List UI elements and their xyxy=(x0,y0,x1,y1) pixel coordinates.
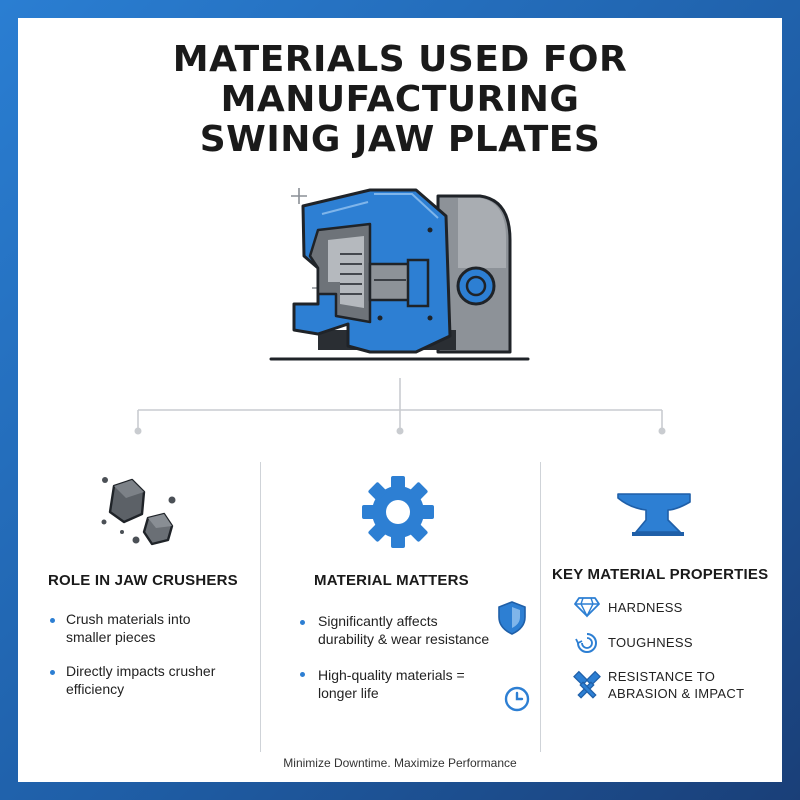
gear-icon xyxy=(362,476,434,548)
title-line-2: MANUFACTURING xyxy=(220,79,580,120)
swirl-icon xyxy=(575,633,597,653)
column-matters: MATERIAL MATTERS Significantly affects d… xyxy=(260,448,540,748)
column-role: ROLE IN JAW CRUSHERS Crush materials int… xyxy=(18,448,260,748)
role-bullet-1: Crush materials into smaller pieces xyxy=(66,611,191,645)
matters-bullet-1: Significantly affects durability & wear … xyxy=(318,613,490,647)
crossed-hammers-icon xyxy=(573,670,601,699)
bullet-dot xyxy=(50,670,55,675)
property-resistance: RESISTANCE TO ABRASION & IMPACT xyxy=(608,669,745,701)
role-bullet-2: Directly impacts crusher efficiency xyxy=(66,663,216,697)
matters-title: MATERIAL MATTERS xyxy=(314,572,469,589)
role-title: ROLE IN JAW CRUSHERS xyxy=(48,572,238,589)
page-title: MATERIALS USED FOR MANUFACTURING SWING J… xyxy=(18,40,782,160)
anvil-icon xyxy=(617,493,691,536)
clock-icon xyxy=(504,686,530,712)
column-properties: KEY MATERIAL PROPERTIES HARDNESS TOUGHNE… xyxy=(540,448,782,748)
title-line-1: MATERIALS USED FOR xyxy=(172,39,628,80)
column-divider xyxy=(260,462,261,752)
shield-icon xyxy=(498,601,526,635)
properties-title: KEY MATERIAL PROPERTIES xyxy=(552,566,769,583)
matters-bullet-2: High-quality materials = longer life xyxy=(318,667,465,701)
bullet-dot xyxy=(300,620,305,625)
footer-tagline: Minimize Downtime. Maximize Performance xyxy=(283,756,517,770)
bullet-dot xyxy=(50,618,55,623)
sparkle-icon xyxy=(291,188,307,204)
title-line-3: SWING JAW PLATES xyxy=(199,119,601,160)
bullet-dot xyxy=(300,672,305,677)
column-divider xyxy=(540,462,541,752)
property-toughness: TOUGHNESS xyxy=(608,635,693,650)
property-hardness: HARDNESS xyxy=(608,600,683,615)
rocks-icon xyxy=(101,477,176,546)
jaw-crusher-illustration xyxy=(134,188,666,435)
diamond-icon xyxy=(574,597,600,618)
infographic-card: MATERIALS USED FOR MANUFACTURING SWING J… xyxy=(18,18,782,782)
